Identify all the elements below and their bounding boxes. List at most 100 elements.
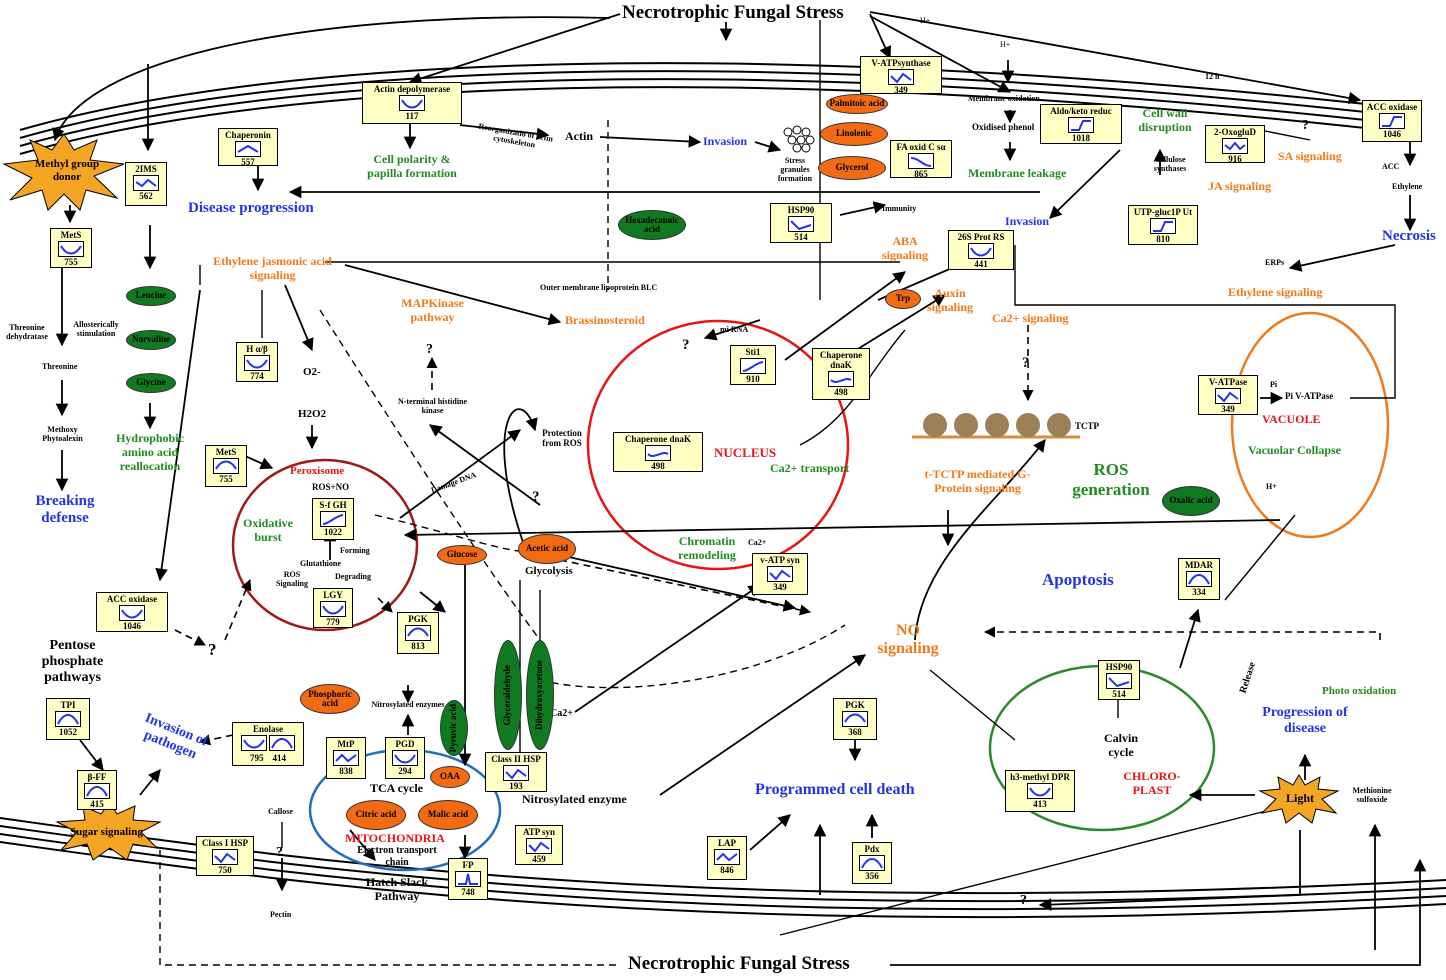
arrow-mirna xyxy=(703,319,761,341)
metabolite-glycerol: Glycerol xyxy=(818,156,886,180)
etc-label: Electron transport chain xyxy=(357,845,437,868)
metabolite-pyruvic: Pyruvic acid xyxy=(440,700,468,756)
metabolite-phosphoric: Phosphoric acid xyxy=(300,684,360,714)
metabolite-hexadecanoic: Hexadecanoic acid xyxy=(618,210,686,240)
arrow-mdar-up xyxy=(1179,608,1201,669)
stress-granules-label: Stress granules formation xyxy=(777,156,813,184)
metabolite-norvaline: Norvaline xyxy=(126,330,176,350)
arrow-stress-actin xyxy=(408,13,621,85)
arrow-bottom-q xyxy=(1038,830,1301,911)
hydrophobic-label: Hydrophobic amino acid reallocation xyxy=(116,431,184,473)
o2-label: O2- xyxy=(303,366,321,378)
h2o2-label: H2O2 xyxy=(298,408,327,420)
line-sf xyxy=(1014,245,1396,399)
arrow-pgk-left xyxy=(419,591,446,613)
arrow-nucleus-perox xyxy=(403,519,1281,542)
metabolite-oaa: OAA xyxy=(430,766,470,788)
erps-label: ERPs xyxy=(1265,258,1285,267)
threonine-label: Threonine xyxy=(42,362,78,371)
nucleus-label: NUCLEUS xyxy=(714,445,777,460)
progression-disease: Progression of disease xyxy=(1262,705,1348,737)
brassinosteroid-label: Brassinosteroid xyxy=(565,313,645,327)
chromatin-label: Chromatin remodeling xyxy=(678,534,736,562)
stress-granules-icon xyxy=(783,125,815,153)
degrading-label: Degrading xyxy=(335,572,371,581)
ethylene-label: Ethylene xyxy=(1392,182,1423,191)
q-sa: ? xyxy=(1302,118,1309,133)
aba-signaling: ABA signaling xyxy=(881,234,929,262)
sa-signaling: SA signaling xyxy=(1278,149,1342,163)
acc-label: ACC xyxy=(1382,162,1400,171)
metabolite-dihydroxyacetone: Dihydroxyacetone xyxy=(526,640,554,750)
pi-vatpase: Pi V-ATPase xyxy=(1285,391,1334,401)
allosterically-label: Allosterically stimulation xyxy=(73,320,119,339)
arrow-brass xyxy=(344,264,562,326)
tca-cycle: TCA cycle xyxy=(370,781,423,795)
light-label: Light xyxy=(1286,791,1315,805)
title-bottom: Necrotrophic Fungal Stress xyxy=(628,953,850,974)
pentose-label: Pentose phosphate pathways xyxy=(41,638,104,686)
dashed-ros xyxy=(224,578,252,641)
arrow-stress-membrane xyxy=(869,15,1012,93)
q-acc: ? xyxy=(208,640,217,659)
ja-signaling: JA signaling xyxy=(1208,179,1272,193)
vacuole-membrane xyxy=(1230,311,1390,539)
metabolite-oxalic: Oxalic acid xyxy=(1162,486,1220,516)
arrow-bff xyxy=(139,769,161,796)
dashed-mid-line xyxy=(319,309,541,641)
nitrosylated-enzyme: Nitrosylated enzyme xyxy=(522,792,627,806)
arrow-sti1 xyxy=(784,271,907,361)
arrow-protection xyxy=(399,429,522,519)
nucleus-membrane xyxy=(586,319,850,571)
q-ca: ? xyxy=(1022,355,1030,371)
dashed-lgy xyxy=(377,597,393,613)
dashed-perox-mito xyxy=(374,514,561,554)
h-plus-vac: H+ xyxy=(1266,482,1277,491)
cell-wall-top xyxy=(19,62,1421,155)
line-light xyxy=(779,809,1271,936)
metabolite-citric: Citric acid xyxy=(346,800,406,830)
dashed-acetic xyxy=(559,559,812,616)
ethylene-signaling: Ethylene signaling xyxy=(1228,285,1323,299)
outer-membrane-label: Outer membrane lipoprotein BLC xyxy=(540,283,658,292)
mapkinase-label: MAPKinase pathway xyxy=(401,296,464,324)
cellulose-synthases: Cellulose synthases xyxy=(1153,155,1187,174)
peroxisome-label: Peroxisome xyxy=(290,465,345,477)
arrow-no-up xyxy=(914,438,1046,641)
arrow-hsp90-imm xyxy=(839,201,887,216)
arrow-stress-acc xyxy=(869,11,1362,105)
no-signaling: NO signaling xyxy=(877,622,939,658)
invasion-mid: Invasion xyxy=(1005,214,1050,228)
pectin-label: Pectin xyxy=(270,910,292,919)
line-no-chloro xyxy=(929,669,1016,741)
n-terminal-label: N-terminal histidine kinase xyxy=(397,397,468,416)
threonine-dehydratase: Threonine dehydratase xyxy=(6,323,48,342)
arrow-o2 xyxy=(284,284,314,352)
t-tctp-label: t-TCTP mediated G-Protein signaling xyxy=(924,467,1031,495)
membrane-leakage: Membrane leakage xyxy=(968,166,1067,180)
mitochondria-label: MITOCHONDRIA xyxy=(345,831,445,845)
necrosis-label: Necrosis xyxy=(1382,228,1436,244)
metabolite-glyceraldehyde: Glyceraldehyde xyxy=(494,640,522,750)
arrow-acc-left xyxy=(155,289,201,582)
sugar-signaling: Sugar signaling xyxy=(70,826,143,838)
chloroplast-label: CHLORO-PLAST xyxy=(1123,769,1181,797)
metabolite-glucose: Glucose xyxy=(437,545,487,565)
h-plus-2: H+ xyxy=(1000,40,1011,49)
ca-signaling: Ca2+ signaling xyxy=(992,311,1069,325)
arrow-reorg xyxy=(459,124,550,140)
